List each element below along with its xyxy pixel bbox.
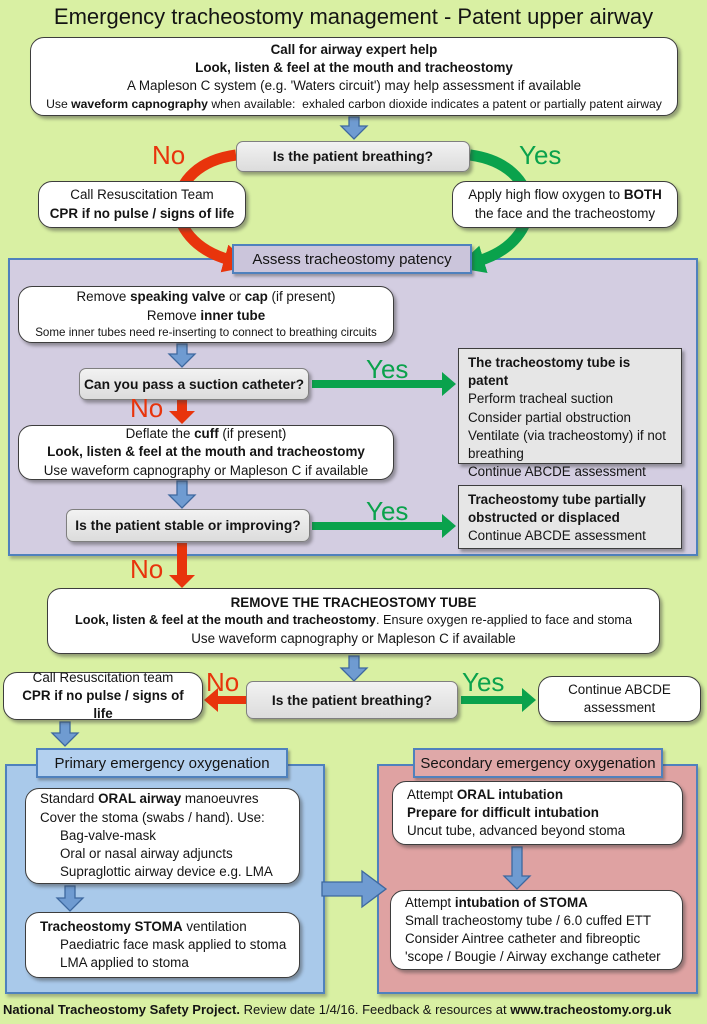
text-line: Consider Aintree catheter and fibreoptic… xyxy=(405,931,661,965)
call-resuscitation-team-box-2: Call Resuscitation team CPR if no pulse … xyxy=(3,669,203,722)
call-resuscitation-team-box: Call Resuscitation Team CPR if no pulse … xyxy=(38,181,246,228)
call-expert-box: Call for airway expert help Look, listen… xyxy=(30,37,678,116)
text-line: Consider partial obstruction xyxy=(468,409,632,425)
stoma-ventilation-box: Tracheostomy STOMA ventilation Paediatri… xyxy=(25,912,300,978)
text-line: CPR if no pulse / signs of life xyxy=(22,687,188,722)
text-line: Standard ORAL airway manoeuvres xyxy=(40,791,259,807)
remove-valve-box: Remove speaking valve or cap (if present… xyxy=(18,286,394,343)
text-line: Continue ABCDE assessment xyxy=(468,464,646,480)
arrow-down-remove-tube-to-breathing2 xyxy=(339,655,369,682)
text-line: Call for airway expert help xyxy=(270,41,438,57)
text-line: Look, listen & feel at the mouth and tra… xyxy=(195,60,513,76)
patency-panel-header: Assess tracheostomy patency xyxy=(232,244,472,274)
oral-intubation-box: Attempt ORAL intubation Prepare for diff… xyxy=(392,781,683,845)
text-line: Use waveform capnography or Mapleson C i… xyxy=(43,462,369,478)
page-title: Emergency tracheostomy management - Pate… xyxy=(53,4,654,29)
text-line: Look, listen & feel at the mouth and tra… xyxy=(47,444,365,460)
text-line: Attempt ORAL intubation xyxy=(407,786,563,802)
text-line: Apply high flow oxygen to BOTH xyxy=(468,187,662,203)
apply-oxygen-box: Apply high flow oxygen to BOTH the face … xyxy=(452,181,678,228)
label-yes-2: Yes xyxy=(366,354,409,384)
arrow-down-resus-to-primary xyxy=(50,721,80,747)
decision-is-patient-breathing-1: Is the patient breathing? xyxy=(236,141,470,172)
text-line: Paediatric face mask applied to stoma xyxy=(60,936,287,952)
continue-abcde-box: Continue ABCDE assessment xyxy=(538,676,701,722)
label-no-3: No xyxy=(130,554,164,584)
text-line: Tracheostomy STOMA ventilation xyxy=(40,918,247,934)
decision-suction-catheter: Can you pass a suction catheter? xyxy=(79,368,309,400)
footer: National Tracheostomy Safety Project. Re… xyxy=(3,1002,671,1017)
text-line: Some inner tubes need re-inserting to co… xyxy=(35,325,377,339)
footer-review-text: Review date 1/4/16. Feedback & resources… xyxy=(239,1002,511,1017)
text-line: Ventilate (via tracheostomy) if not brea… xyxy=(468,427,670,462)
text-line: LMA applied to stoma xyxy=(60,955,189,971)
stoma-intubation-box: Attempt intubation of STOMA Small trache… xyxy=(390,890,683,970)
text-line: Call Resuscitation team xyxy=(32,669,174,685)
text-line: CPR if no pulse / signs of life xyxy=(49,205,235,221)
decision-stable-improving: Is the patient stable or improving? xyxy=(66,509,310,542)
label-no-1: No xyxy=(152,140,186,170)
arrow-down-top-to-breathing xyxy=(339,116,369,140)
text-line: Uncut tube, advanced beyond stoma xyxy=(407,823,626,839)
tube-patent-box: The tracheostomy tube is patent Perform … xyxy=(458,348,682,479)
remove-tracheostomy-tube-box: REMOVE THE TRACHEOSTOMY TUBE Look, liste… xyxy=(47,588,660,654)
text-line: Supraglottic airway device e.g. LMA xyxy=(60,864,273,880)
tube-obstructed-box: Tracheostomy tube partially obstructed o… xyxy=(458,485,682,549)
label-yes-4: Yes xyxy=(462,667,505,697)
decision-is-patient-breathing-2: Is the patient breathing? xyxy=(246,681,458,719)
label-no-4: No xyxy=(206,667,240,697)
footer-project-name: National Tracheostomy Safety Project. xyxy=(3,1002,240,1017)
text-line: Remove speaking valve or cap (if present… xyxy=(76,289,336,305)
text-line: Remove inner tube xyxy=(146,307,266,323)
deflate-cuff-box: Deflate the cuff (if present) Look, list… xyxy=(18,425,394,480)
text-line: Continue ABCDE assessment xyxy=(568,681,675,715)
text-line: Continue ABCDE assessment xyxy=(468,528,646,544)
secondary-panel-header: Secondary emergency oxygenation xyxy=(413,748,663,778)
text-line: The tracheostomy tube is patent xyxy=(468,355,634,389)
text-line: Use waveform capnography or Mapleson C i… xyxy=(191,630,516,646)
label-no-2: No xyxy=(130,393,164,423)
text-line: REMOVE THE TRACHEOSTOMY TUBE xyxy=(230,595,477,611)
text-line: Call Resuscitation Team xyxy=(70,187,214,203)
text-line: Bag-valve-mask xyxy=(60,827,156,843)
label-yes-1: Yes xyxy=(519,140,562,170)
text-line: A Mapleson C system (e.g. 'Waters circui… xyxy=(126,78,582,94)
text-line: Look, listen & feel at the mouth and tra… xyxy=(74,613,633,628)
text-line: Small tracheostomy tube / 6.0 cuffed ETT xyxy=(405,912,652,928)
text-line: Deflate the cuff (if present) xyxy=(125,426,287,442)
text-line: Tracheostomy tube partially obstructed o… xyxy=(468,492,650,526)
text-line: Oral or nasal airway adjuncts xyxy=(60,846,233,862)
primary-panel-header: Primary emergency oxygenation xyxy=(36,748,288,778)
text-line: Perform tracheal suction xyxy=(468,391,614,407)
text-line: the face and the tracheostomy xyxy=(474,205,656,221)
footer-url[interactable]: www.tracheostomy.org.uk xyxy=(510,1002,672,1017)
oral-manoeuvres-box: Standard ORAL airway manoeuvres Cover th… xyxy=(25,788,300,884)
label-yes-3: Yes xyxy=(366,496,409,526)
text-line: Use waveform capnography when available:… xyxy=(46,96,662,111)
text-line: Prepare for difficult intubation xyxy=(407,804,599,820)
text-line: Cover the stoma (swabs / hand). Use: xyxy=(40,809,265,825)
text-line: Attempt intubation of STOMA xyxy=(405,894,588,910)
